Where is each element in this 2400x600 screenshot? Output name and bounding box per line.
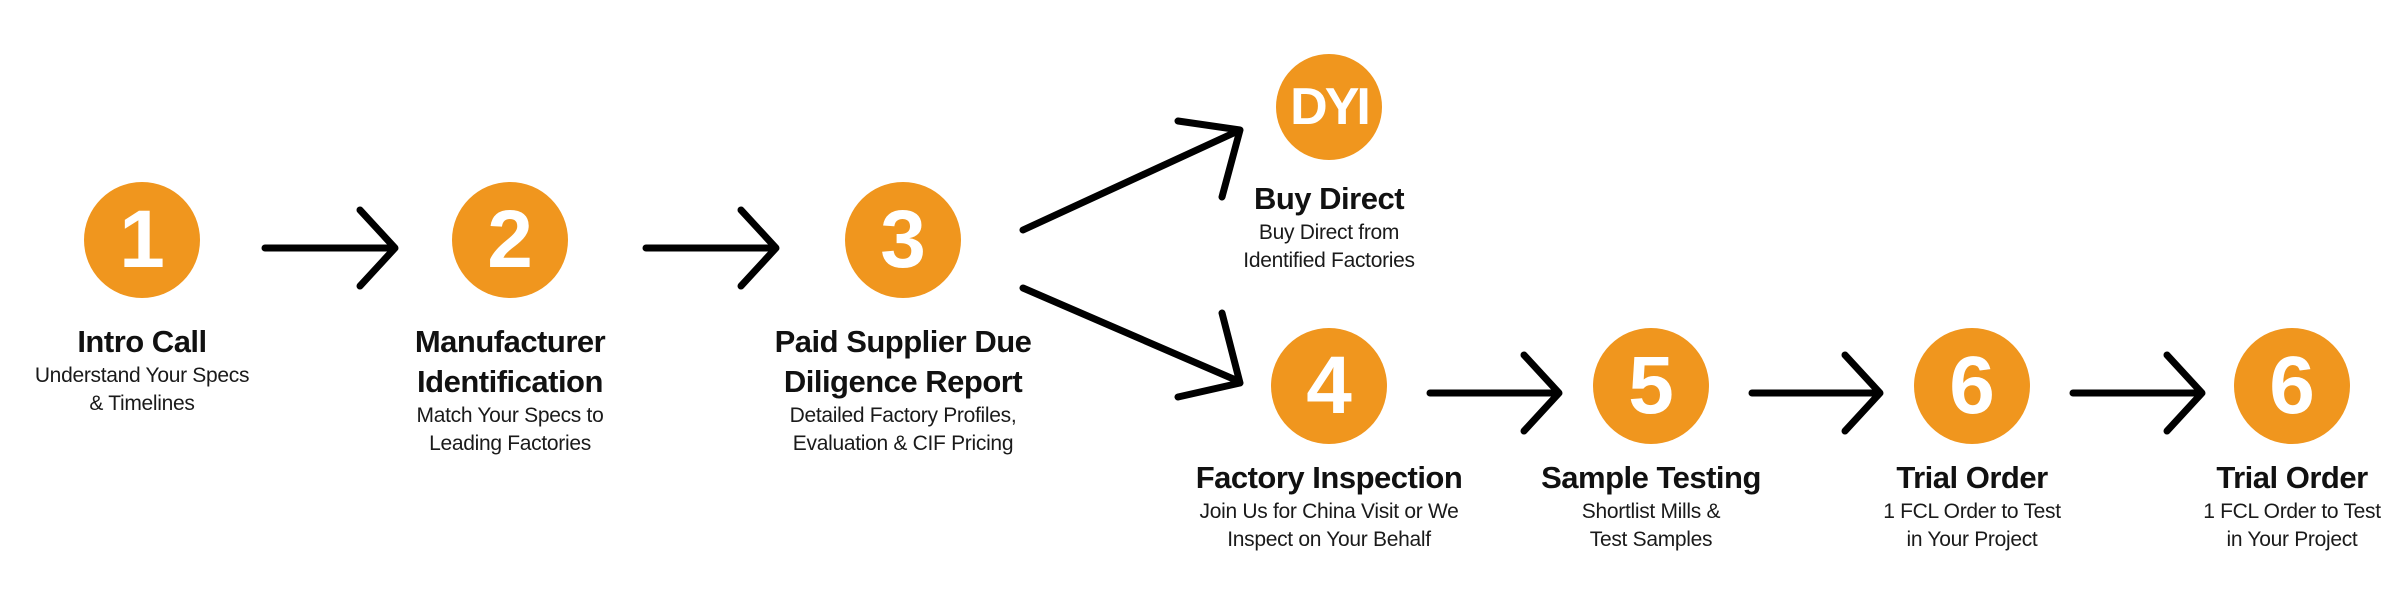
step-6b-label: Trial Order 1 FCL Order to Test in Your … bbox=[2203, 458, 2381, 554]
step-title: Paid Supplier Due bbox=[774, 324, 1032, 359]
step-3-label: Paid Supplier Due Diligence Report Detai… bbox=[775, 322, 1032, 458]
step-subtitle: Buy Direct from bbox=[1258, 221, 1400, 244]
step-subtitle: Join Us for China Visit or We bbox=[1199, 500, 1459, 523]
arrow-4-to-5 bbox=[1426, 351, 1563, 435]
step-subtitle: 1 FCL Order to Test bbox=[2203, 500, 2381, 523]
arrow-6-to-6 bbox=[2069, 351, 2206, 435]
step-subtitle: Understand Your Specs bbox=[34, 364, 250, 387]
step-3-badge: 3 bbox=[845, 182, 961, 298]
step-5-badge: 5 bbox=[1593, 328, 1709, 444]
step-title: Trial Order bbox=[2216, 460, 2368, 495]
step-title: Buy Direct bbox=[1253, 181, 1405, 216]
step-4-label: Factory Inspection Join Us for China Vis… bbox=[1196, 458, 1463, 554]
step-subtitle: & Timelines bbox=[89, 392, 195, 415]
step-4-badge: 4 bbox=[1271, 328, 1387, 444]
step-subtitle: Identified Factories bbox=[1243, 249, 1415, 272]
buy-direct-label: Buy Direct Buy Direct from Identified Fa… bbox=[1243, 179, 1415, 275]
step-title: Sample Testing bbox=[1541, 460, 1761, 495]
arrow-2-to-3 bbox=[642, 206, 780, 290]
step-title: Intro Call bbox=[77, 324, 207, 359]
step-6-badge: 6 bbox=[1914, 328, 2030, 444]
step-subtitle: in Your Project bbox=[2226, 528, 2358, 551]
step-title: Trial Order bbox=[1896, 460, 2048, 495]
step-title: Factory Inspection bbox=[1195, 460, 1463, 495]
step-title: Manufacturer bbox=[414, 324, 606, 359]
step-1-badge: 1 bbox=[84, 182, 200, 298]
step-subtitle: Inspect on Your Behalf bbox=[1227, 528, 1431, 551]
step-subtitle: Leading Factories bbox=[429, 432, 591, 455]
step-subtitle: Match Your Specs to bbox=[416, 404, 604, 427]
step-subtitle: 1 FCL Order to Test bbox=[1883, 500, 2061, 523]
arrow-5-to-6 bbox=[1748, 351, 1884, 435]
step-6-label: Trial Order 1 FCL Order to Test in Your … bbox=[1883, 458, 2061, 554]
step-title: Identification bbox=[417, 364, 603, 399]
step-subtitle: Test Samples bbox=[1589, 528, 1713, 551]
step-1-label: Intro Call Understand Your Specs & Timel… bbox=[34, 322, 250, 418]
step-subtitle: in Your Project bbox=[1906, 528, 2038, 551]
step-subtitle: Evaluation & CIF Pricing bbox=[792, 432, 1014, 455]
step-subtitle: Detailed Factory Profiles, bbox=[789, 404, 1017, 427]
arrow-3-to-4 bbox=[1019, 284, 1244, 401]
step-title: Diligence Report bbox=[783, 364, 1023, 399]
step-2-badge: 2 bbox=[452, 182, 568, 298]
step-2-label: Manufacturer Identification Match Your S… bbox=[414, 322, 606, 458]
step-6b-badge: 6 bbox=[2234, 328, 2350, 444]
buy-direct-badge: DYI bbox=[1276, 54, 1382, 160]
arrow-1-to-2 bbox=[261, 206, 399, 290]
step-subtitle: Shortlist Mills & bbox=[1581, 500, 1721, 523]
arrow-3-to-buy-direct bbox=[1019, 117, 1244, 234]
step-5-label: Sample Testing Shortlist Mills & Test Sa… bbox=[1541, 458, 1761, 554]
